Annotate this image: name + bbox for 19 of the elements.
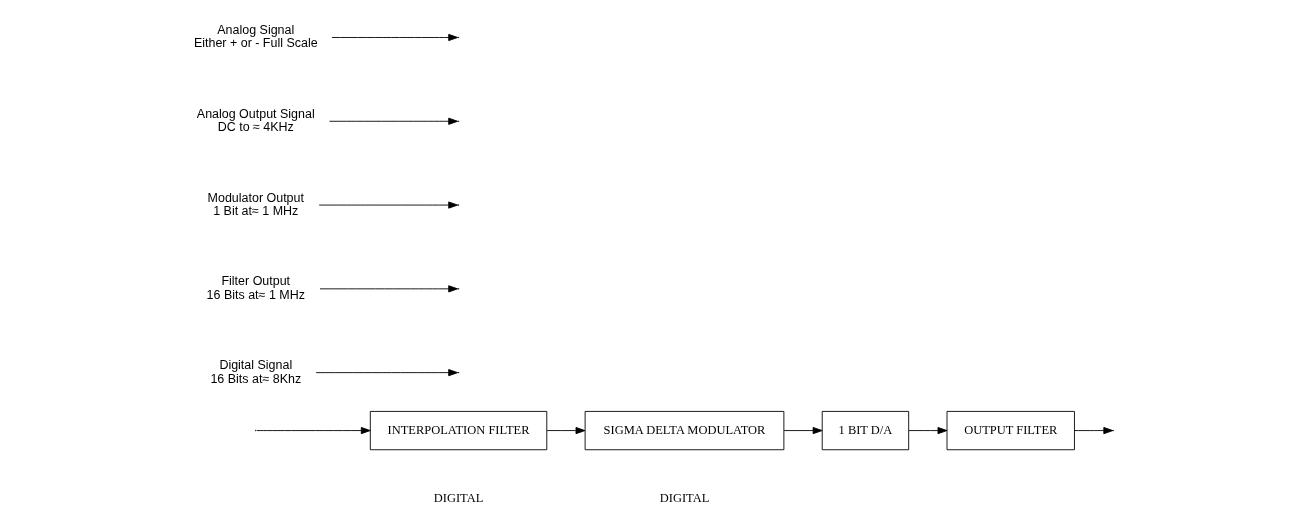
node-text: Digital Signal 16 Bits at≈ 8Khz [209,358,301,386]
arrow [783,427,822,435]
node-box: OUTPUT FILTER [946,410,1075,451]
arrow [908,427,947,435]
node-box: SIGMA DELTA MODULATOR [584,410,784,451]
node-box: 1 BIT D/A [821,410,909,451]
node-box: INTERPOLATION FILTER [369,410,547,451]
arrow [255,427,371,435]
arrow [318,201,458,209]
node-text: Analog Output Signal DC to ≈ 4KHz [196,106,315,135]
arrow [328,117,458,125]
node-label: DIGITAL [433,490,483,505]
arrow [319,285,458,293]
node-label: DIGITAL [659,490,709,505]
node-text: Modulator Output 1 Bit at≈ 1 MHz [207,190,304,219]
node-text: Analog Signal Either + or - Full Scale [193,23,318,51]
arrow [315,369,458,377]
arrow [546,427,585,435]
node-text: Filter Output 16 Bits at≈ 1 MHz [206,274,305,302]
